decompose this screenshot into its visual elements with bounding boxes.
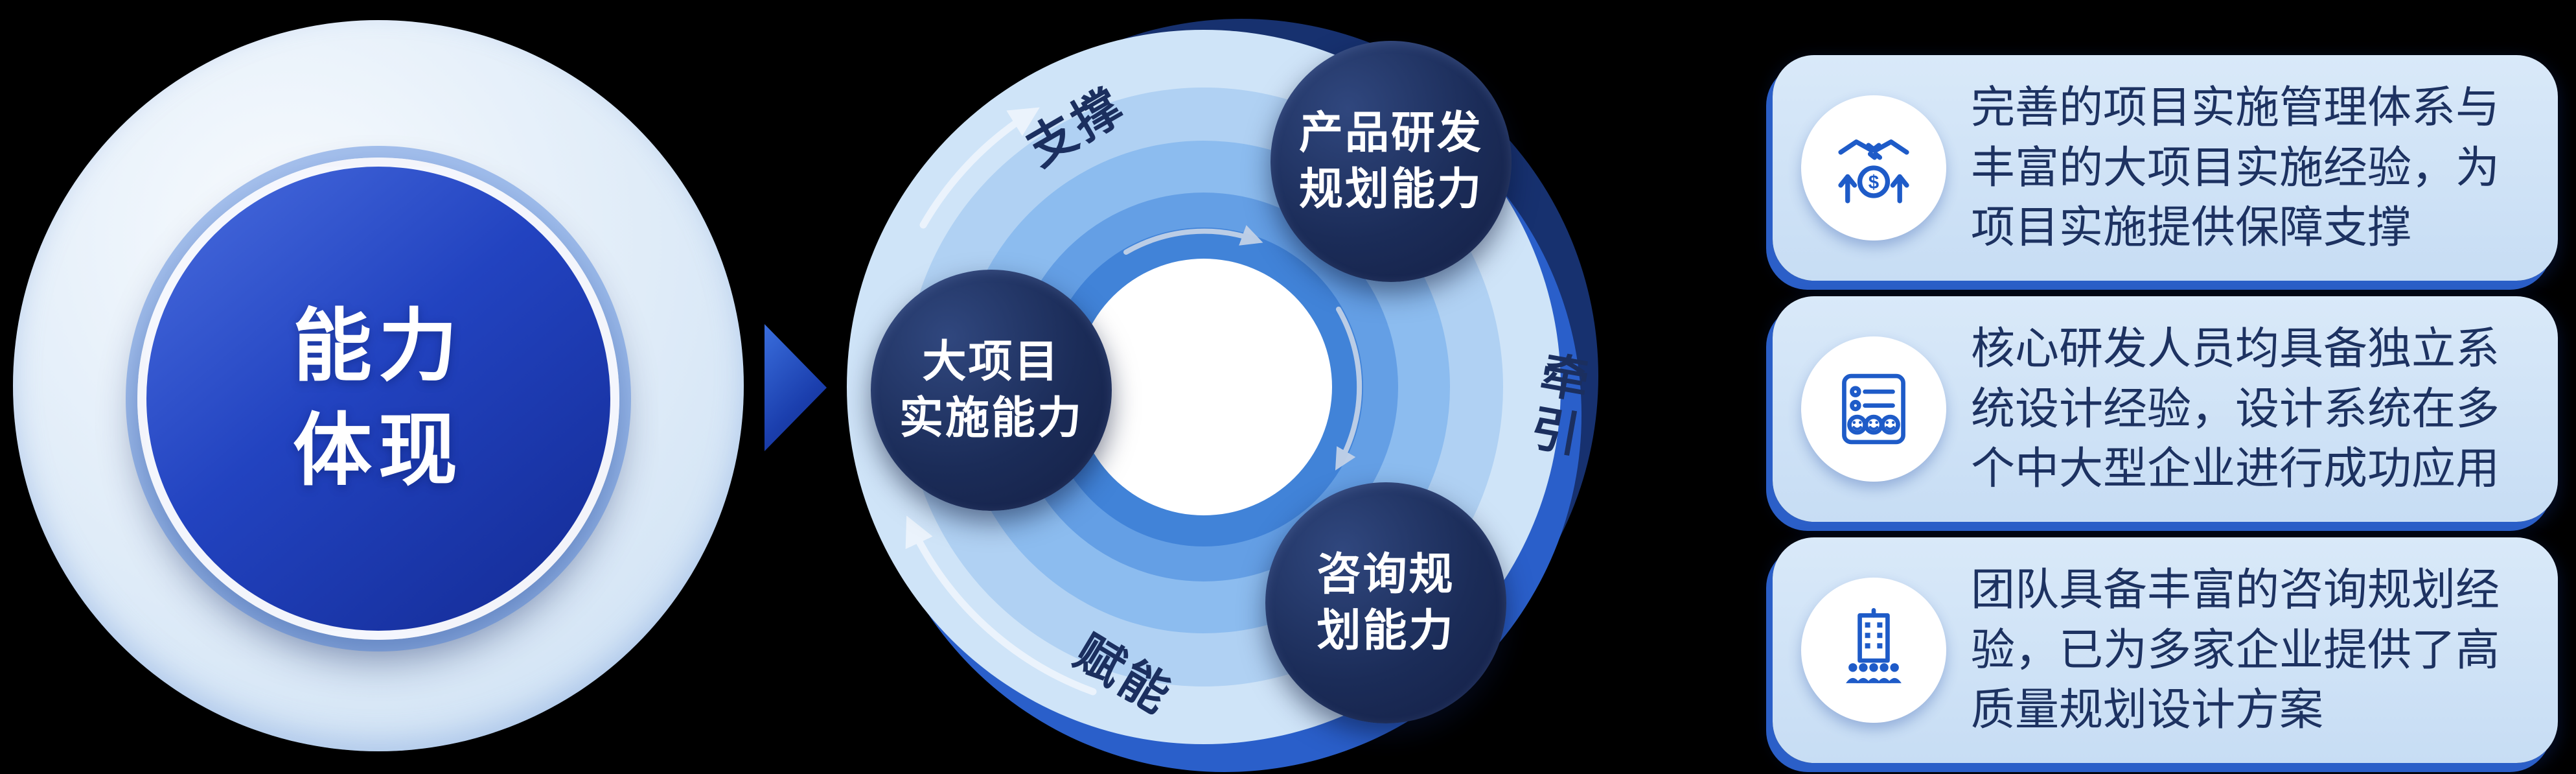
capability-card-implementation: $ 完善的项目实施管理体系与丰富的大项目实施经验，为项目实施提供保障支撑 bbox=[1773, 55, 2558, 281]
card-icon-circle bbox=[1801, 336, 1946, 482]
card-icon-circle bbox=[1801, 578, 1946, 723]
cycle-flow-arrows bbox=[905, 107, 1363, 696]
cycle-node-label: 咨询规 划能力 bbox=[1317, 549, 1455, 655]
svg-text:$: $ bbox=[1869, 172, 1879, 193]
capability-badge: 能力 体现 bbox=[13, 20, 744, 751]
capability-card-consulting: 团队具备丰富的咨询规划经验，已为多家企业提供了高质量规划设计方案 bbox=[1773, 537, 2558, 763]
cycle-node-label: 产品研发 规划能力 bbox=[1298, 108, 1483, 214]
capability-card-system-design: 核心研发人员均具备独立系统设计经验，设计系统在多个中大型企业进行成功应用 bbox=[1773, 296, 2558, 522]
flow-arrow-icon bbox=[765, 324, 827, 451]
cycle-node-large-project-implementation: 大项目 实施能力 bbox=[871, 270, 1112, 511]
capability-cycle: 支撑 牵引 赋能 产品研发 规划能力 大项目 实施能力 咨询规 划能力 bbox=[841, 24, 1592, 750]
team-building-icon bbox=[1846, 608, 1902, 683]
cycle-node-label: 大项目 实施能力 bbox=[899, 336, 1083, 443]
cycle-node-consulting-planning: 咨询规 划能力 bbox=[1265, 482, 1506, 723]
card-text: 核心研发人员均具备独立系统设计经验，设计系统在多个中大型企业进行成功应用 bbox=[1971, 324, 2500, 494]
capability-badge-inner: 能力 体现 bbox=[137, 158, 619, 640]
checklist-smiley-icon bbox=[1842, 373, 1905, 445]
investment-handshake-icon: $ bbox=[1838, 139, 1909, 204]
capability-badge-title: 能力 体现 bbox=[293, 301, 464, 495]
card-text: 完善的项目实施管理体系与丰富的大项目实施经验，为项目实施提供保障支撑 bbox=[1971, 83, 2500, 253]
card-icon-circle: $ bbox=[1801, 95, 1946, 240]
cycle-node-product-rd-planning: 产品研发 规划能力 bbox=[1271, 41, 1512, 282]
card-text: 团队具备丰富的咨询规划经验，已为多家企业提供了高质量规划设计方案 bbox=[1971, 565, 2500, 735]
